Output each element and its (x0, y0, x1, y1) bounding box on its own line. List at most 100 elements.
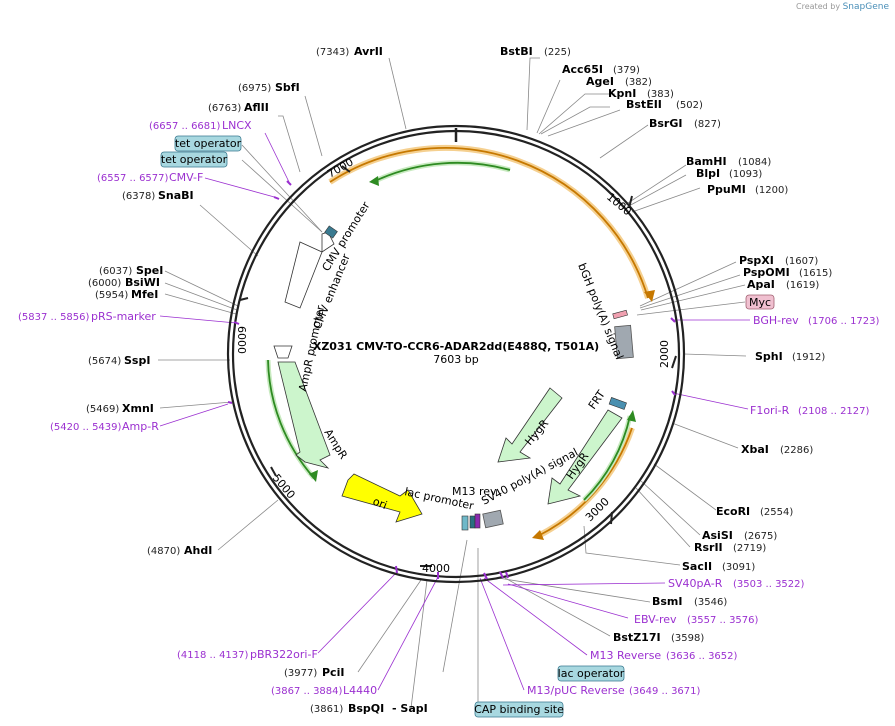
enzyme-name: ApaI (747, 278, 775, 291)
enzyme-name: EcoRI (716, 505, 750, 518)
primer-name: Amp-R (122, 420, 159, 433)
enzyme-name: SphI (755, 350, 783, 363)
label-ori: ori (371, 495, 389, 512)
enzyme-name: MfeI (131, 288, 158, 301)
enzyme-pos: (1615) (799, 268, 832, 279)
enzyme-name: BamHI (686, 155, 727, 168)
ampr-promoter-arrow (273, 345, 293, 359)
enzyme-pos: (6378) (122, 191, 155, 202)
hygr-arrow-1 (497, 387, 563, 463)
enzyme-pos: (2286) (780, 445, 813, 456)
primer-range: (3649 .. 3671) (629, 686, 701, 697)
primer-range: (3636 .. 3652) (666, 651, 738, 662)
tick-3000: 3000 (583, 495, 612, 524)
enzyme-pos: (6763) (208, 103, 241, 114)
primer-range: (5837 .. 5856) (18, 312, 90, 323)
primer-range: (3503 .. 3522) (733, 579, 805, 590)
tick-2000: 2000 (658, 340, 671, 368)
enzyme-labels: (7343) AvrII BstBI (225) Acc65I (379) Ag… (86, 45, 832, 715)
ampr-arrow (277, 361, 331, 469)
primer-marks (227, 180, 676, 580)
tag-tet-operator-2 (160, 151, 228, 168)
tag-label: Myc (749, 296, 771, 309)
enzyme-pos: (3977) (284, 668, 317, 679)
primer-range: (6657 .. 6681) (149, 121, 221, 132)
tick-6000: 6000 (235, 326, 248, 354)
primer-name: CMV-F (169, 171, 203, 184)
enzyme-name: PpuMI (707, 183, 746, 196)
primer-name: M13 Reverse (590, 649, 661, 662)
cmv-promoter-arrow (284, 241, 323, 309)
cds-arc-top (329, 147, 649, 299)
enzyme-pos: (3598) (671, 633, 704, 644)
primer-labels: (6657 .. 6681) LNCX (6557 .. 6577) CMV-F… (18, 119, 880, 697)
primer-range: (6557 .. 6577) (97, 173, 169, 184)
label-frt: FRT (586, 388, 608, 412)
myc-box (612, 309, 628, 320)
primer-range: (1706 .. 1723) (808, 316, 880, 327)
enzyme-name: BsmI (652, 595, 683, 608)
plasmid-size: 7603 bp (433, 353, 478, 366)
tag-label: CAP binding site (474, 703, 564, 716)
tag-tet-operator-1 (174, 135, 242, 152)
enzyme-pos: (1619) (786, 280, 819, 291)
enzyme-name: BsiWI (125, 276, 160, 289)
tag-label: lac operator (558, 667, 625, 680)
enzyme-name: KpnI (608, 87, 636, 100)
enzyme-name: RsrII (694, 541, 723, 554)
enzyme-name: SspI (124, 354, 150, 367)
label-sv40: SV40 poly(A) signal (479, 446, 580, 508)
enzyme-pos: (6975) (238, 83, 271, 94)
primer-name: L4440 (343, 684, 377, 697)
credit: Created by SnapGene (796, 2, 889, 12)
tag-boxes: tet operator tet operator Myc lac operat… (160, 135, 775, 718)
enzyme-pos: (2675) (744, 531, 777, 542)
tag-label: tet operator (175, 137, 242, 150)
ori-arrow (341, 473, 423, 523)
ring-ticks (239, 165, 677, 567)
enzyme-name: XmnI (122, 402, 154, 415)
enzyme-name: AhdI (184, 544, 212, 557)
enzyme-name: BlpI (696, 167, 720, 180)
enzyme-pos: (2719) (733, 543, 766, 554)
enzyme-name: Acc65I (562, 63, 603, 76)
enzyme-name: BstBI (500, 45, 533, 58)
primer-name: F1ori-R (750, 404, 790, 417)
green-arc-left (267, 359, 315, 479)
enzyme-name: BstZ17I (613, 631, 661, 644)
enzyme-pos: (5674) (88, 356, 121, 367)
enzyme-pos: (1607) (785, 256, 818, 267)
enzyme-name: PciI (322, 666, 344, 679)
enzyme-name: XbaI (741, 443, 769, 456)
enzyme-pos: (3861) (310, 704, 343, 715)
primer-name: BGH-rev (753, 314, 799, 327)
enzyme-name: BstEII (626, 98, 662, 111)
backbone-outer (226, 124, 686, 584)
tag-cap-binding-site (474, 701, 564, 718)
enzyme-pos: (6037) (99, 266, 132, 277)
green-arc-right (583, 415, 631, 501)
enzyme-pos: (1912) (792, 352, 825, 363)
enzyme-pos: (4870) (147, 546, 180, 557)
tet-operator-box (324, 225, 338, 239)
enzyme-pos: (225) (544, 47, 571, 58)
enzyme-pos: (1200) (755, 185, 788, 196)
enzyme-name: AflII (244, 101, 269, 114)
plasmid-name: XZ031 CMV-TO-CCR6-ADAR2dd(E488Q, T501A) (313, 340, 599, 353)
enzyme-pos: (6000) (88, 278, 121, 289)
enzyme-name: PspXI (739, 254, 774, 267)
enzyme-name: - SapI (392, 702, 428, 715)
enzyme-name: PspOMI (743, 266, 790, 279)
primer-leaders (159, 132, 750, 691)
sv40-polya-box (482, 509, 504, 529)
enzyme-pos: (7343) (316, 47, 349, 58)
primer-name: SV40pA-R (668, 577, 723, 590)
primer-range: (4118 .. 4137) (177, 650, 249, 661)
frt-box (608, 397, 627, 410)
enzyme-name: SacII (682, 560, 712, 573)
enzyme-pos: (5954) (95, 290, 128, 301)
tick-1000: 1000 (604, 190, 634, 218)
enzyme-pos: (2554) (760, 507, 793, 518)
primer-name: pBR322ori-F (250, 648, 318, 661)
